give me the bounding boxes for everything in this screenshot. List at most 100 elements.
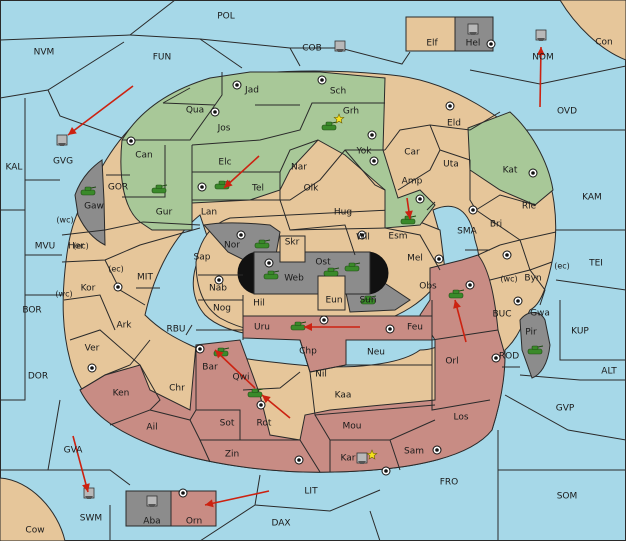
- sea-label-mvu[interactable]: MVU: [35, 242, 56, 252]
- province-label-neu[interactable]: Neu: [367, 348, 385, 358]
- province-label-yok[interactable]: Yok: [355, 147, 372, 157]
- province-label-nor[interactable]: Nor: [224, 241, 240, 251]
- sea-label-ovd[interactable]: OVD: [557, 107, 577, 117]
- province-label-sun[interactable]: Sun: [359, 296, 376, 306]
- province-label-qua[interactable]: Qua: [186, 106, 204, 116]
- sea-label-kup[interactable]: KUP: [571, 327, 589, 337]
- army-unit-icon[interactable]: [360, 295, 377, 305]
- province-label-gaw[interactable]: Gaw: [84, 202, 104, 212]
- province-label-uru[interactable]: Uru: [254, 323, 270, 333]
- province-label-esm[interactable]: Esm: [388, 232, 407, 242]
- province-label-chr[interactable]: Chr: [169, 384, 185, 394]
- sea-label-dax[interactable]: DAX: [271, 519, 290, 529]
- sea-label-gvg[interactable]: GVG: [53, 157, 73, 167]
- province-label-nog[interactable]: Nog: [213, 304, 231, 314]
- province-label-can[interactable]: Can: [135, 151, 153, 161]
- sea-label-nvm[interactable]: NVM: [34, 48, 55, 58]
- sea-label-sma[interactable]: SMA: [457, 227, 477, 237]
- province-label-bri[interactable]: Bri: [490, 220, 502, 230]
- army-unit-icon[interactable]: [254, 239, 271, 249]
- sea-label-lit[interactable]: LIT: [304, 487, 318, 497]
- province-label-chp[interactable]: Chp: [299, 347, 317, 357]
- province-label-gur[interactable]: Gur: [156, 208, 173, 218]
- province-label-obs[interactable]: Obs: [419, 282, 437, 292]
- province-label-hil[interactable]: Hil: [253, 299, 265, 309]
- province-label-wil[interactable]: Wil: [356, 233, 370, 243]
- province-label-skr[interactable]: Skr: [285, 238, 300, 248]
- province-label-orl[interactable]: Orl: [445, 357, 458, 367]
- province-label-ark[interactable]: Ark: [116, 321, 132, 331]
- fleet-unit-icon[interactable]: [83, 487, 95, 499]
- province-label-eun[interactable]: Eun: [325, 296, 342, 306]
- province-label-kaa[interactable]: Kaa: [335, 391, 352, 401]
- sea-label-fro[interactable]: FRO: [440, 478, 459, 488]
- sea-label-kal[interactable]: KAL: [6, 163, 23, 173]
- province-label-kat[interactable]: Kat: [503, 166, 518, 176]
- province-label-mou[interactable]: Mou: [343, 422, 362, 432]
- province-label-feu[interactable]: Feu: [407, 323, 423, 333]
- sea-label-tei[interactable]: TEI: [588, 259, 603, 269]
- sea-label-mit[interactable]: MIT: [137, 273, 153, 283]
- province-label-byn[interactable]: Byn: [524, 274, 541, 284]
- sea-label-gor[interactable]: GOR: [108, 183, 128, 193]
- province-label-gwa[interactable]: Gwa: [530, 309, 550, 319]
- sea-label-gva[interactable]: GVA: [64, 446, 84, 456]
- sea-label-swm[interactable]: SWM: [80, 514, 102, 524]
- sea-label-som[interactable]: SOM: [557, 492, 578, 502]
- province-label-hel[interactable]: Hel: [466, 39, 481, 49]
- sea-label-cow[interactable]: Cow: [25, 526, 44, 536]
- province-label-nil[interactable]: Nil: [315, 370, 327, 380]
- province-label-ail[interactable]: Ail: [146, 423, 157, 433]
- fleet-unit-icon[interactable]: [535, 29, 547, 41]
- province-label-zin[interactable]: Zin: [225, 450, 239, 460]
- fleet-unit-icon[interactable]: [356, 452, 368, 464]
- province-label-kar[interactable]: Kar: [341, 454, 356, 464]
- army-unit-icon[interactable]: [448, 289, 465, 299]
- province-label-sch[interactable]: Sch: [330, 87, 346, 97]
- sea-label-rod[interactable]: ROD: [499, 352, 519, 362]
- province-label-nar[interactable]: Nar: [291, 163, 307, 173]
- fleet-unit-icon[interactable]: [56, 134, 68, 146]
- province-label-amp[interactable]: Amp: [402, 177, 423, 187]
- province-label-sot[interactable]: Sot: [220, 419, 235, 429]
- army-unit-icon[interactable]: [80, 186, 97, 196]
- province-label-web[interactable]: Web: [284, 274, 304, 284]
- province-label-car[interactable]: Car: [404, 148, 420, 158]
- province-label-hug[interactable]: Hug: [334, 208, 352, 218]
- sea-label-buc[interactable]: BUC: [492, 310, 511, 320]
- army-unit-icon[interactable]: [527, 345, 544, 355]
- province-label-lan[interactable]: Lan: [201, 208, 217, 218]
- province-label-nab[interactable]: Nab: [209, 284, 227, 294]
- sea-label-kam[interactable]: KAM: [582, 193, 602, 203]
- province-label-orn[interactable]: Orn: [186, 517, 202, 527]
- province-label-pir[interactable]: Pir: [525, 328, 537, 338]
- province-label-bar[interactable]: Bar: [202, 363, 218, 373]
- province-label-rie[interactable]: Rie: [522, 202, 537, 212]
- province-label-elc[interactable]: Elc: [218, 158, 231, 168]
- army-unit-icon[interactable]: [344, 262, 361, 272]
- fleet-unit-icon[interactable]: [334, 40, 346, 52]
- sea-label-fun[interactable]: FUN: [153, 53, 172, 63]
- province-label-los[interactable]: Los: [453, 413, 468, 423]
- province-label-sap[interactable]: Sap: [194, 253, 211, 263]
- province-label-aba[interactable]: Aba: [143, 517, 160, 527]
- province-label-tel[interactable]: Tel: [251, 184, 264, 194]
- province-label-ver[interactable]: Ver: [85, 344, 100, 354]
- army-unit-icon[interactable]: [323, 267, 340, 277]
- sea-label-rbu[interactable]: RBU: [166, 325, 185, 335]
- province-label-uta[interactable]: Uta: [443, 160, 459, 170]
- sea-label-bor[interactable]: BOR: [22, 306, 41, 316]
- province-label-eld[interactable]: Eld: [447, 119, 461, 129]
- province-label-qwi[interactable]: Qwi: [233, 373, 250, 383]
- sea-label-nom[interactable]: NOM: [532, 53, 554, 63]
- province-label-grh[interactable]: Grh: [343, 107, 359, 117]
- province-label-sam[interactable]: Sam: [404, 447, 424, 457]
- sea-label-gvp[interactable]: GVP: [556, 404, 575, 414]
- province-label-rot[interactable]: Rot: [257, 419, 272, 429]
- province-label-ken[interactable]: Ken: [113, 389, 130, 399]
- sea-label-alt[interactable]: ALT: [601, 367, 617, 377]
- province-label-elf[interactable]: Elf: [426, 39, 438, 49]
- sea-label-cob[interactable]: COB: [302, 44, 322, 54]
- province-label-kor[interactable]: Kor: [81, 284, 96, 294]
- army-unit-icon[interactable]: [151, 184, 168, 194]
